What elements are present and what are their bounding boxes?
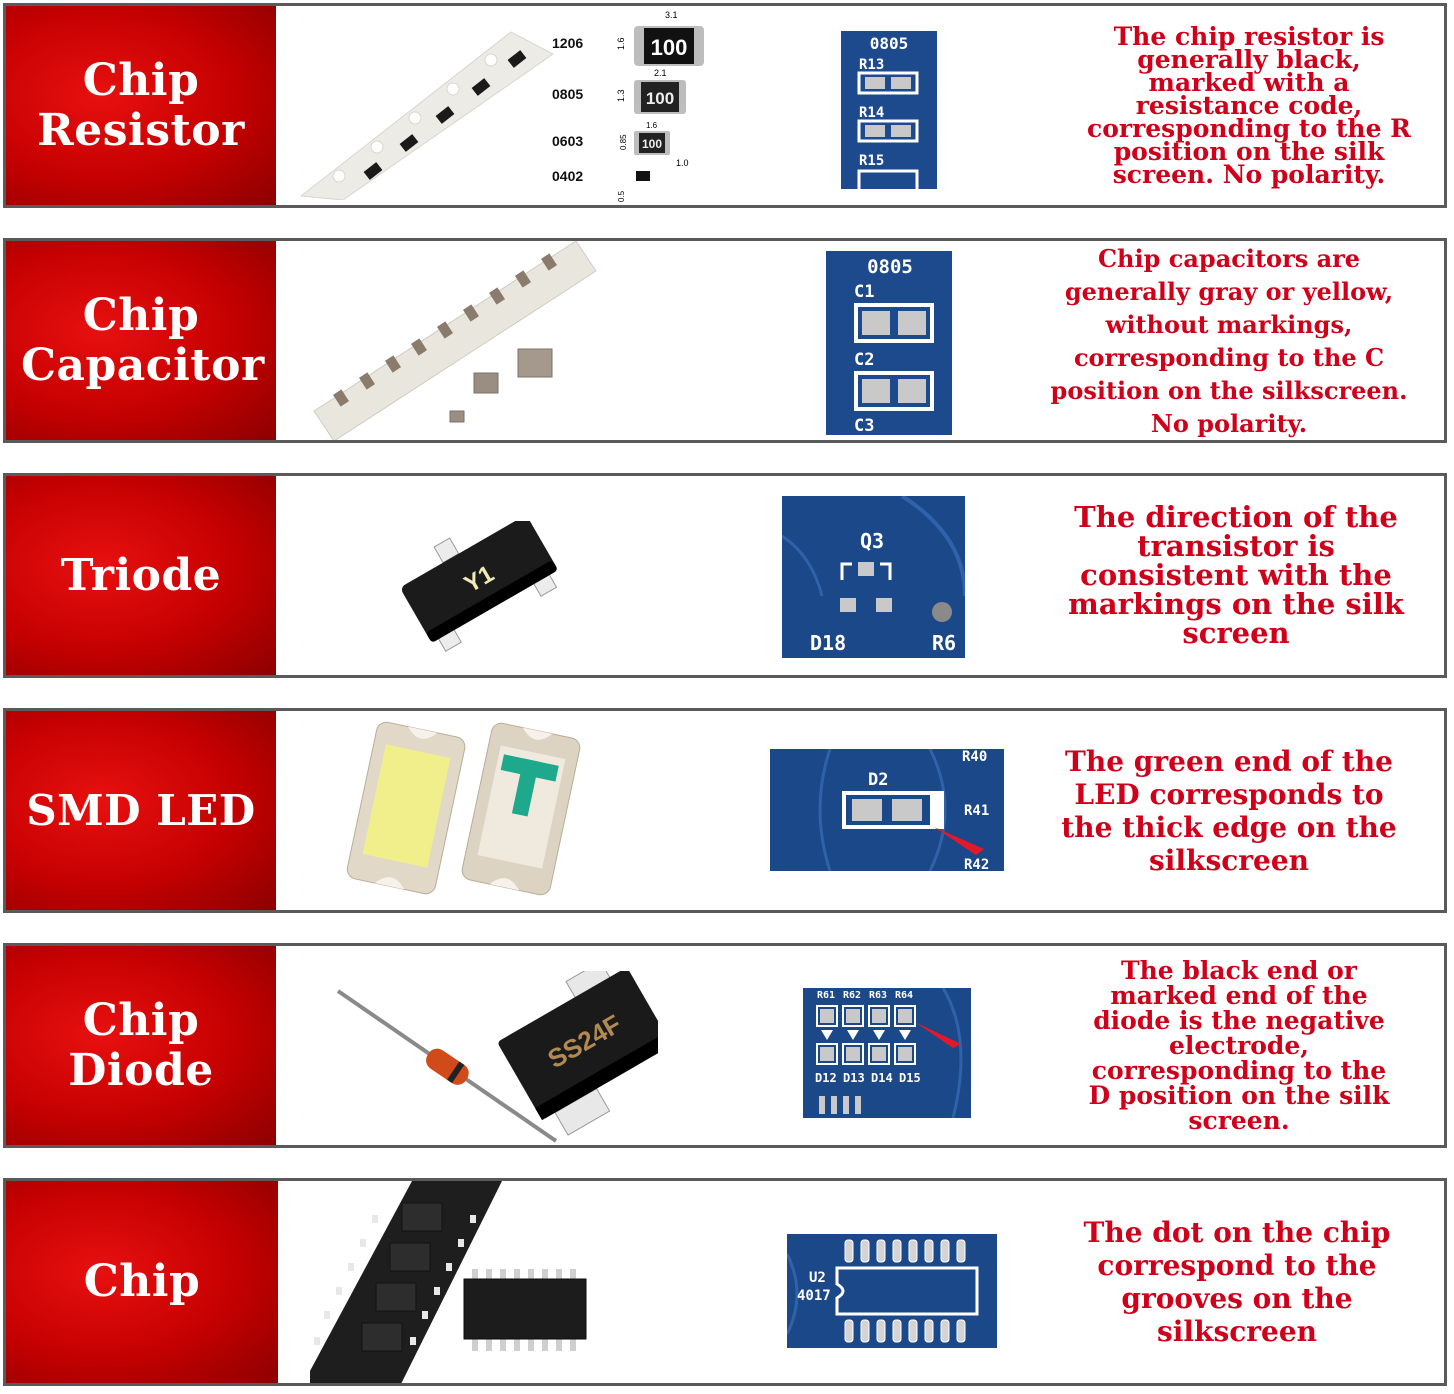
silk-label-4017: 4017 xyxy=(797,1288,831,1304)
dim-0805-length: 2.1 xyxy=(654,68,667,78)
chip-pcb-silkscreen: U2 4017 xyxy=(787,1234,997,1348)
dim-0603-height: 0.85 xyxy=(619,134,628,150)
resistor-tape-image xyxy=(299,31,554,200)
capacitor-tape-image xyxy=(313,241,597,440)
component-description: The green end of the LED corresponds to … xyxy=(1061,744,1397,877)
silk-label-d2: D2 xyxy=(868,770,888,790)
silk-label-c1: C1 xyxy=(854,282,874,302)
silk-label-c2: C2 xyxy=(854,350,874,370)
silk-label-r42: R42 xyxy=(964,857,989,871)
component-description: The dot on the chip correspond to the gr… xyxy=(1083,1216,1391,1348)
silk-label-u2: U2 xyxy=(809,1270,826,1286)
chip-component-image xyxy=(310,1181,587,1383)
row-smd-led: SMD LED D2 R40 R41 R42 The green end of … xyxy=(3,708,1447,913)
size-code-0402: 0402 xyxy=(552,168,583,184)
capacitor-pcb-silkscreen: 0805 C1 C2 C3 xyxy=(826,251,952,435)
silk-label-r15: R15 xyxy=(859,153,884,169)
led-component-image xyxy=(346,721,581,896)
size-code-0603: 0603 xyxy=(552,133,583,149)
silk-title-0805: 0805 xyxy=(867,256,913,278)
silk-label-r6: R6 xyxy=(932,631,956,655)
size-code-1206: 1206 xyxy=(552,35,583,51)
triode-component-image: Y1 xyxy=(401,521,558,652)
component-label: Chip Diode xyxy=(6,946,276,1145)
resistor-pcb-silkscreen: 0805 R13 R14 R15 xyxy=(841,31,937,189)
resistor-size-chart: 1206 0805 0603 0402 3.1 1.6 100 2.1 1.3 … xyxy=(552,10,704,202)
silk-label-q3: Q3 xyxy=(860,529,884,553)
dim-0402-height: 0.5 xyxy=(617,190,626,202)
component-label: Chip xyxy=(6,1181,278,1383)
component-description: The direction of the transistor is consi… xyxy=(1068,500,1404,650)
silk-label-d12: D12 xyxy=(815,1071,837,1085)
silk-label-d14: D14 xyxy=(871,1071,893,1085)
dim-0402-length: 1.0 xyxy=(676,158,689,168)
diode-component-image: SS24F xyxy=(336,971,658,1143)
diode-pcb-silkscreen: R61 R62 R63 R64 D12 D13 D14 D15 xyxy=(803,988,971,1118)
row-chip-resistor: Chip Resistor 1206 0805 0603 0402 3.1 1.… xyxy=(3,3,1447,208)
silk-label-d13: D13 xyxy=(843,1071,865,1085)
component-label: SMD LED xyxy=(6,711,276,910)
silk-label-r63: R63 xyxy=(869,990,887,1001)
row-chip-diode: Chip Diode SS24F R61 R62 R63 R64 xyxy=(3,943,1447,1148)
silk-label-c3: C3 xyxy=(854,416,874,435)
silk-label-r13: R13 xyxy=(859,57,884,73)
marking-1206: 100 xyxy=(651,35,688,60)
dim-0603-length: 1.6 xyxy=(646,121,658,130)
silk-title-0805: 0805 xyxy=(870,34,909,53)
silk-label-r41: R41 xyxy=(964,803,989,819)
silk-label-r40: R40 xyxy=(962,749,987,765)
component-label: Chip Capacitor xyxy=(6,241,276,440)
row-triode: Triode Y1 Q3 D18 R6 The direction of the… xyxy=(3,473,1447,678)
row-chip-capacitor: Chip Capacitor 0805 C1 C2 C3 Chip capaci… xyxy=(3,238,1447,443)
marking-0603: 100 xyxy=(642,137,662,151)
size-code-0805: 0805 xyxy=(552,86,583,102)
component-description: The black end or marked end of the diode… xyxy=(1088,956,1390,1135)
silk-label-d18: D18 xyxy=(810,631,846,655)
dim-1206-height: 1.6 xyxy=(616,37,626,50)
dim-1206-length: 3.1 xyxy=(665,10,678,20)
led-pcb-silkscreen: D2 R40 R41 R42 xyxy=(770,749,1004,871)
component-description: Chip capacitors are generally gray or ye… xyxy=(1050,243,1408,438)
silk-label-r14: R14 xyxy=(859,105,884,121)
row-chip: Chip U2 4017 The dot on the chip corresp xyxy=(3,1178,1447,1386)
silk-label-d15: D15 xyxy=(899,1071,921,1085)
silk-label-r64: R64 xyxy=(895,990,913,1001)
triode-pcb-silkscreen: Q3 D18 R6 xyxy=(782,496,965,658)
marking-0805: 100 xyxy=(646,89,674,108)
dim-0805-height: 1.3 xyxy=(616,89,626,102)
component-description: The chip resistor is generally black, ma… xyxy=(1087,22,1411,189)
component-label: Triode xyxy=(6,476,276,675)
silk-label-r62: R62 xyxy=(843,990,861,1001)
silk-label-r61: R61 xyxy=(817,990,835,1001)
component-label: Chip Resistor xyxy=(6,6,276,205)
